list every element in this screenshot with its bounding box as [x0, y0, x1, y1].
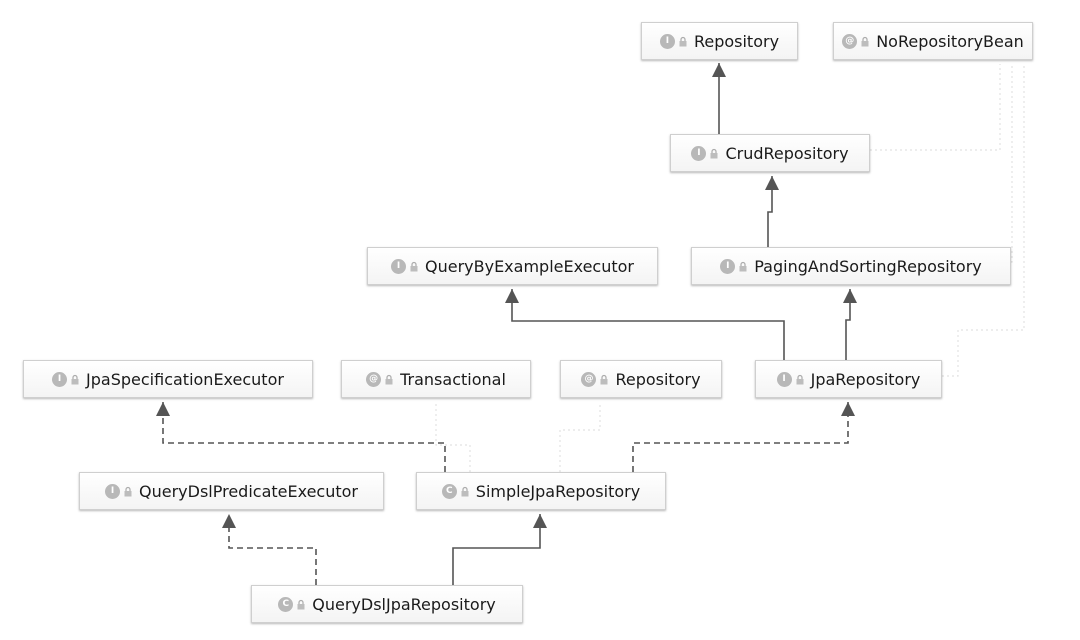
- node-label: QueryByExampleExecutor: [425, 256, 634, 276]
- annotation-kind-icon: @: [581, 371, 597, 387]
- node-label: JpaSpecificationExecutor: [86, 369, 284, 389]
- node-jpaspecificationexecutor-interface[interactable]: I JpaSpecificationExecutor: [23, 360, 313, 398]
- node-crudrepository-interface[interactable]: I CrudRepository: [670, 134, 870, 172]
- edge-line: [845, 289, 851, 360]
- class-kind-icon: C: [441, 483, 457, 499]
- edge-line: [511, 289, 785, 360]
- lock-icon: [385, 374, 393, 384]
- lock-icon: [297, 599, 305, 609]
- edge-implements-querydsljparepository-to-querydslpredicateexecutor: [222, 514, 317, 585]
- edge-extends-crudrepository-to-repository_i: [712, 63, 726, 134]
- node-repository-interface[interactable]: I Repository: [641, 22, 798, 60]
- lock-icon: [124, 486, 132, 496]
- edge-extends-jparepository-to-querybyexampleexecutor: [505, 289, 785, 360]
- edge-implements-simplejparepository-to-jparepository: [632, 402, 855, 472]
- edge-arrowhead: [841, 402, 855, 416]
- edge-line: [452, 514, 541, 585]
- node-label: NoRepositoryBean: [876, 31, 1024, 51]
- edge-annotated-jparepository-to-norepositorybean: [942, 64, 1025, 377]
- node-simplejparepository-class[interactable]: C SimpleJpaRepository: [416, 472, 666, 510]
- lock-icon: [796, 374, 804, 384]
- interface-kind-icon: I: [52, 371, 68, 387]
- edge-extends-jparepository-to-pagingandsortingrepository: [843, 289, 857, 360]
- interface-kind-icon: I: [391, 258, 406, 274]
- lock-icon: [861, 36, 869, 46]
- edge-annotated-simplejparepository-to-repository_a: [559, 402, 601, 472]
- lock-icon: [710, 148, 718, 158]
- node-norepositorybean-annotation[interactable]: @ NoRepositoryBean: [833, 22, 1033, 60]
- edge-line: [228, 514, 317, 585]
- edge-line: [870, 64, 1001, 151]
- annotation-kind-icon: @: [842, 33, 858, 49]
- interface-kind-icon: I: [691, 145, 707, 161]
- interface-kind-icon: I: [659, 33, 675, 49]
- edge-arrowhead: [712, 63, 726, 77]
- edge-arrowhead: [222, 514, 236, 528]
- node-label: Transactional: [400, 369, 506, 389]
- node-label: PagingAndSortingRepository: [754, 256, 982, 276]
- edge-line: [559, 402, 601, 472]
- node-transactional-annotation[interactable]: @ Transactional: [341, 360, 531, 398]
- edge-extends-pagingandsortingrepository-to-crudrepository: [765, 176, 779, 247]
- class-kind-icon: C: [278, 596, 294, 612]
- lock-icon: [600, 374, 608, 384]
- node-label: Repository: [693, 31, 780, 51]
- lock-icon: [739, 261, 747, 271]
- lock-icon: [410, 261, 418, 271]
- node-label: JpaRepository: [810, 369, 921, 389]
- edge-annotated-simplejparepository-to-transactional: [435, 402, 471, 472]
- interface-kind-icon: I: [720, 258, 736, 274]
- annotation-kind-icon: @: [366, 371, 382, 387]
- edge-extends-querydsljparepository-to-simplejparepository: [452, 514, 547, 585]
- edge-line: [435, 402, 471, 472]
- edge-annotated-pagingandsortingrepository-to-norepositorybean: [1011, 64, 1013, 263]
- edge-arrowhead: [843, 289, 857, 303]
- interface-kind-icon: I: [776, 371, 792, 387]
- edge-line: [942, 64, 1025, 377]
- node-label: CrudRepository: [725, 143, 849, 163]
- node-querydslpredicateexecutor-interface[interactable]: I QueryDslPredicateExecutor: [79, 472, 384, 510]
- lock-icon: [679, 36, 687, 46]
- node-label: QueryDslPredicateExecutor: [139, 481, 358, 501]
- node-label: Repository: [615, 369, 701, 389]
- edge-arrowhead: [765, 176, 779, 190]
- node-querybyexampleexecutor-interface[interactable]: I QueryByExampleExecutor: [367, 247, 658, 285]
- edge-implements-simplejparepository-to-jpaspecificationexecutor: [156, 402, 446, 472]
- lock-icon: [71, 374, 79, 384]
- edge-line: [1011, 64, 1013, 263]
- node-repository-annotation[interactable]: @ Repository: [560, 360, 722, 398]
- lock-icon: [461, 486, 469, 496]
- edge-line: [632, 402, 849, 472]
- edge-arrowhead: [505, 289, 519, 303]
- edge-line: [767, 176, 773, 247]
- edge-annotated-crudrepository-to-norepositorybean: [870, 64, 1001, 151]
- edge-arrowhead: [533, 514, 547, 528]
- edge-arrowhead: [156, 402, 170, 416]
- node-jparepository-interface[interactable]: I JpaRepository: [755, 360, 942, 398]
- node-querydsljparepository-class[interactable]: C QueryDslJpaRepository: [251, 585, 523, 623]
- edge-line: [162, 402, 446, 472]
- node-label: QueryDslJpaRepository: [312, 594, 496, 614]
- node-label: SimpleJpaRepository: [475, 481, 641, 501]
- interface-kind-icon: I: [105, 483, 120, 499]
- node-pagingandsortingrepository-interface[interactable]: I PagingAndSortingRepository: [691, 247, 1011, 285]
